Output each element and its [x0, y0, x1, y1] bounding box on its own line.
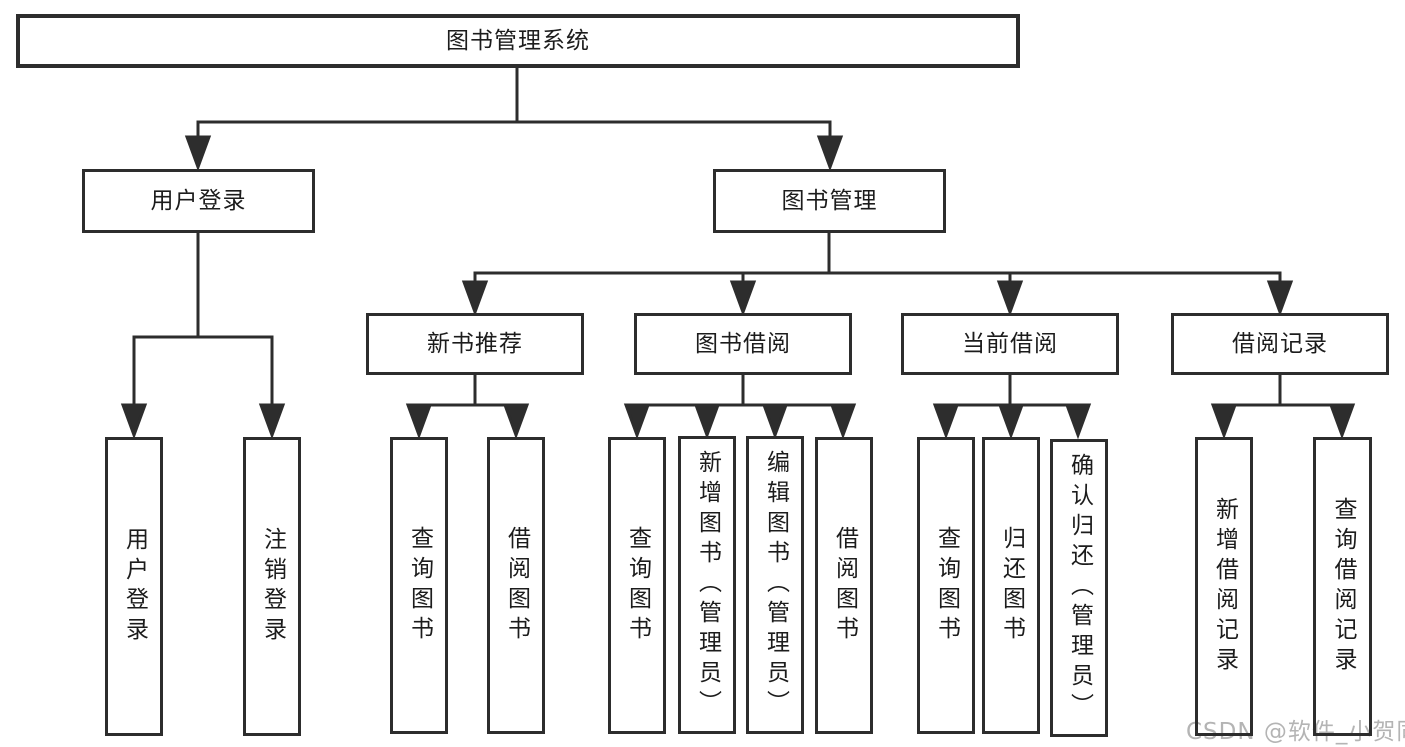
node-borrowing-records: 借阅记录 [1171, 313, 1389, 375]
leaf-confirm-return-admin: 确认归还（管理员） [1050, 439, 1108, 737]
csdn-watermark: CSDN @软件_小贺同学 [1186, 719, 1405, 745]
leaf-query-books-1: 查询图书 [390, 437, 448, 734]
leaf-label: 注销登录 [259, 526, 286, 647]
node-current-borrowing: 当前借阅 [901, 313, 1119, 375]
leaf-borrow-books-1: 借阅图书 [487, 437, 545, 734]
leaf-label: 查询图书 [933, 525, 960, 646]
leaf-label: 查询图书 [406, 525, 433, 646]
leaf-label: 新增借阅记录 [1211, 496, 1238, 677]
node-user-login: 用户登录 [82, 169, 315, 233]
leaf-edit-books-admin: 编辑图书（管理员） [746, 436, 804, 734]
leaf-label: 借阅图书 [831, 525, 858, 646]
leaf-label: 编辑图书（管理员） [762, 450, 789, 720]
leaf-query-borrow-record: 查询借阅记录 [1313, 437, 1372, 736]
leaf-label: 查询图书 [624, 525, 651, 646]
leaf-query-books-2: 查询图书 [608, 437, 666, 734]
node-library-management-system: 图书管理系统 [16, 14, 1020, 68]
leaf-borrow-books-2: 借阅图书 [815, 437, 873, 734]
node-book-management: 图书管理 [713, 169, 946, 233]
leaf-query-books-3: 查询图书 [917, 437, 975, 734]
leaf-return-books: 归还图书 [982, 437, 1040, 734]
leaf-add-books-admin: 新增图书（管理员） [678, 436, 736, 734]
leaf-label: 归还图书 [998, 525, 1025, 646]
leaf-label: 新增图书（管理员） [694, 450, 721, 720]
leaf-add-borrow-record: 新增借阅记录 [1195, 437, 1253, 736]
leaf-label: 借阅图书 [503, 525, 530, 646]
leaf-logout: 注销登录 [243, 437, 301, 736]
leaf-label: 用户登录 [121, 526, 148, 647]
leaf-user-login: 用户登录 [105, 437, 163, 736]
node-book-borrowing: 图书借阅 [634, 313, 852, 375]
node-new-book-recommend: 新书推荐 [366, 313, 584, 375]
leaf-label: 查询借阅记录 [1330, 496, 1356, 677]
leaf-label: 确认归还（管理员） [1066, 453, 1093, 723]
